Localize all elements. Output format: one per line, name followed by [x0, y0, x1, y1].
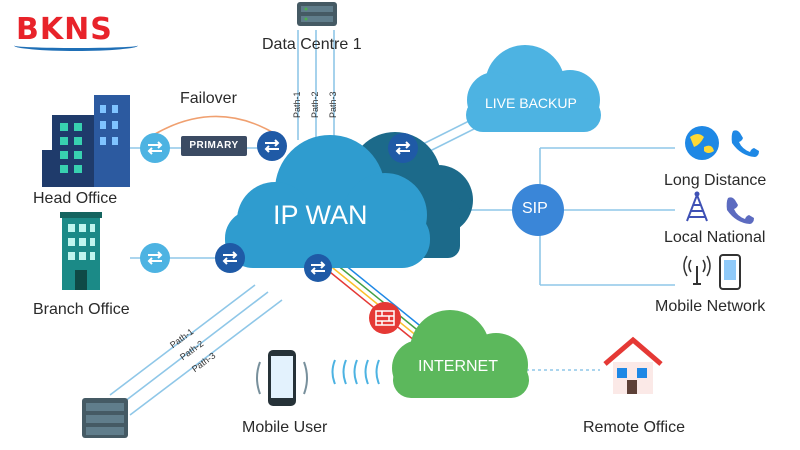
internet-cloud: [392, 310, 529, 398]
firewall-icon: [369, 302, 401, 334]
top-path-1-label: Path-1: [292, 91, 302, 118]
sip-node: [512, 184, 564, 236]
bottom-server-icon: [82, 398, 128, 438]
ip-wan-cloud: [225, 135, 430, 268]
mobile-phone-icon: [719, 254, 741, 290]
live-backup-cloud: [466, 45, 601, 132]
data-centre-label: Data Centre 1: [262, 36, 362, 53]
primary-badge: PRIMARY: [181, 136, 247, 156]
globe-icon: [685, 126, 719, 160]
router-icon-primary: [257, 131, 287, 161]
top-path-3-label: Path-3: [328, 91, 338, 118]
ip-wan-label: IP WAN: [273, 200, 368, 230]
internet-label: INTERNET: [418, 358, 498, 375]
phone-icon-long-distance: [731, 130, 759, 157]
branch-office-building-icon: [60, 212, 102, 290]
router-icon-branch-office: [140, 243, 170, 273]
bottom-path-2: [119, 291, 269, 406]
router-icons: [140, 131, 418, 282]
signal-waves: [331, 359, 380, 385]
failover-label: Failover: [180, 90, 237, 107]
logo-swoosh: [14, 40, 138, 51]
internet-colored-path: [324, 255, 430, 346]
mobile-user-device-icon: [256, 350, 308, 406]
router-icon-branch-wan: [215, 243, 245, 273]
remote-office-house-icon: [603, 336, 663, 394]
antenna-icon: [683, 255, 711, 285]
router-icon-backup: [388, 133, 418, 163]
head-office-building-icon: [42, 95, 130, 187]
phone-icon-local-national: [726, 197, 754, 224]
local-national-label: Local National: [664, 229, 766, 246]
remote-office-label: Remote Office: [583, 419, 685, 436]
branch-office-label: Branch Office: [33, 301, 130, 318]
router-icon-internet: [304, 254, 332, 282]
head-office-label: Head Office: [33, 190, 118, 207]
bottom-path-1: [109, 284, 256, 396]
mobile-user-label: Mobile User: [242, 419, 328, 436]
long-distance-label: Long Distance: [664, 172, 767, 189]
router-icon-head-office: [140, 133, 170, 163]
sip-label: SIP: [522, 200, 548, 217]
tower-icon: [686, 191, 708, 222]
failover-arc: [154, 115, 273, 135]
mobile-network-label: Mobile Network: [655, 298, 766, 315]
live-backup-label: LIVE BACKUP: [485, 95, 577, 111]
data-centre-server-icon: [297, 2, 337, 26]
top-path-2-label: Path-2: [310, 91, 320, 118]
bottom-path-3: [129, 299, 283, 416]
